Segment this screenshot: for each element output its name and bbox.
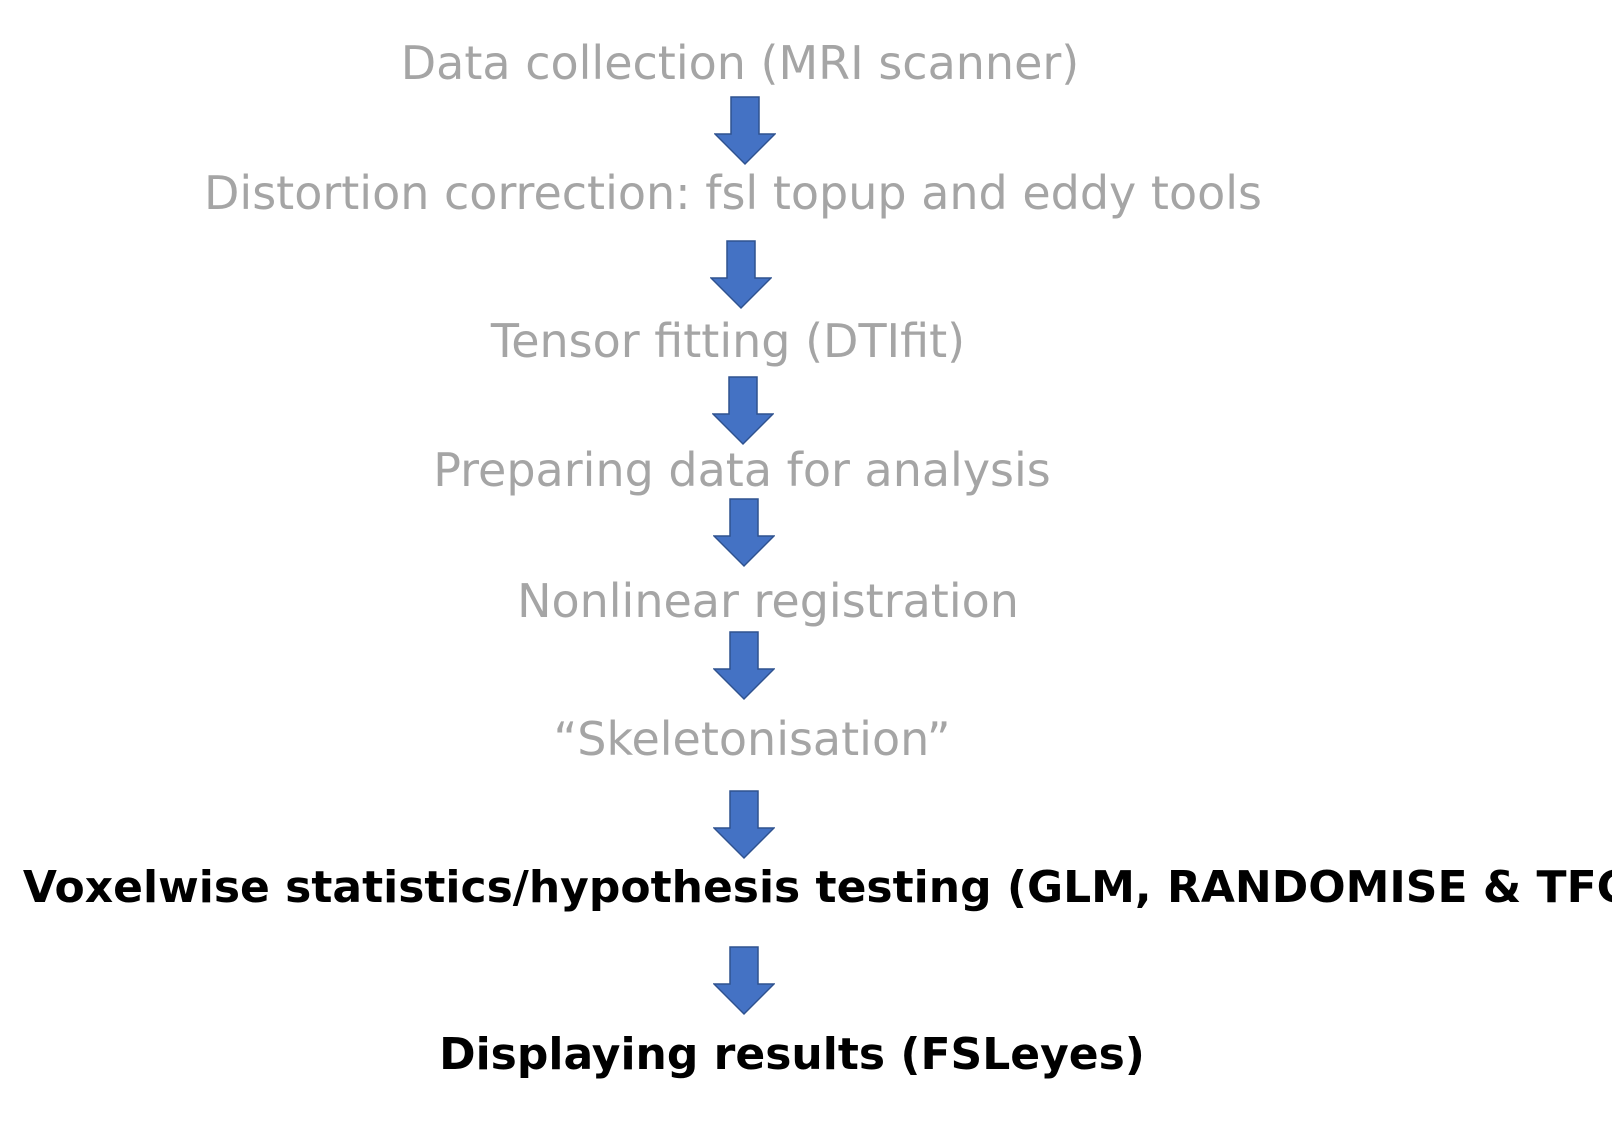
down-arrow-icon — [713, 946, 775, 1016]
step-preparing-data: Preparing data for analysis — [433, 443, 1051, 497]
down-arrow-icon — [712, 376, 774, 446]
step-data-collection: Data collection (MRI scanner) — [400, 36, 1080, 90]
down-arrow-icon — [710, 240, 772, 310]
down-arrow-icon — [714, 96, 776, 166]
step-tensor-fitting: Tensor fitting (DTIfit) — [490, 314, 966, 368]
step-nonlinear-registration: Nonlinear registration — [517, 574, 1019, 628]
step-displaying-results: Displaying results (FSLeyes) — [439, 1029, 1145, 1080]
step-voxelwise-statistics: Voxelwise statistics/hypothesis testing … — [22, 862, 1612, 913]
step-distortion-correction: Distortion correction: fsl topup and edd… — [204, 166, 1262, 220]
down-arrow-icon — [713, 631, 775, 701]
down-arrow-icon — [713, 498, 775, 568]
step-skeletonisation: “Skeletonisation” — [553, 712, 951, 766]
down-arrow-icon — [713, 790, 775, 860]
